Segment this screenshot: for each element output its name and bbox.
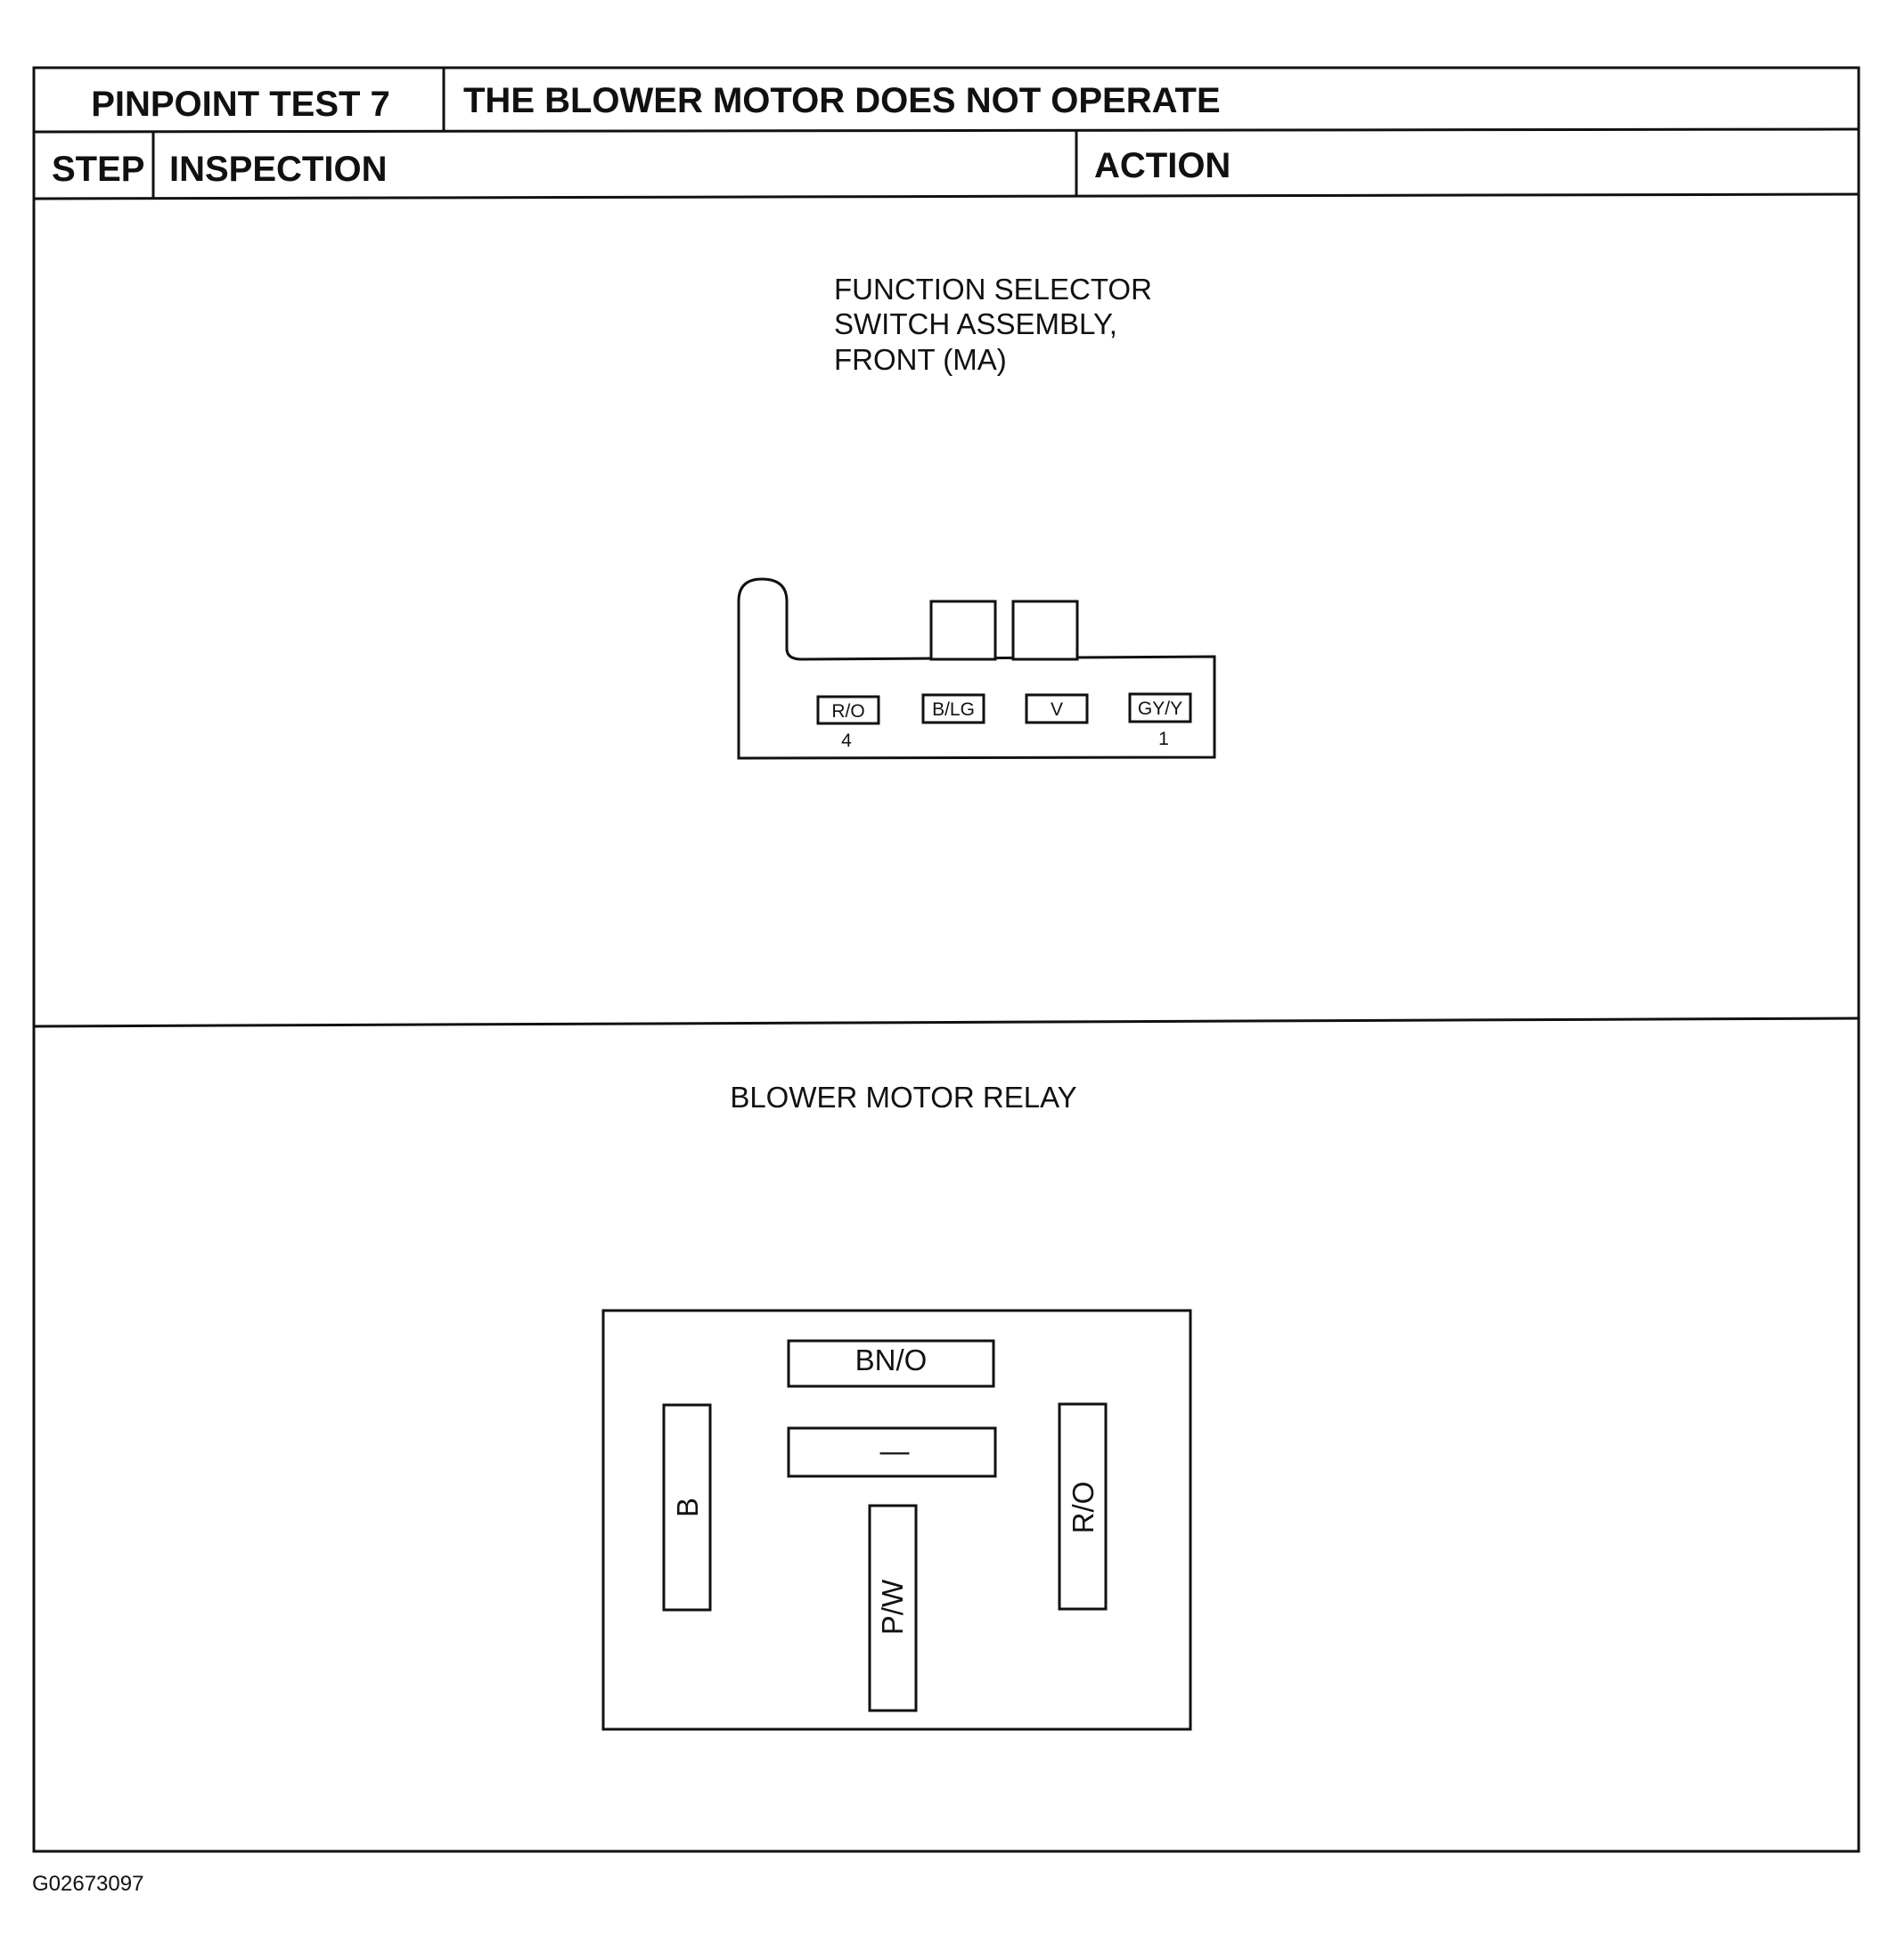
column-action: ACTION bbox=[1094, 146, 1231, 185]
pin-2-cavity bbox=[1025, 693, 1089, 724]
pin-3-cavity bbox=[921, 693, 985, 724]
pin-1-cavity bbox=[1128, 692, 1192, 723]
connector1-title-line-3: FRONT (MA) bbox=[834, 343, 1007, 376]
figure-id: G02673097 bbox=[32, 1872, 143, 1896]
column-step: STEP bbox=[52, 150, 144, 189]
pin-4-label: R/O bbox=[831, 701, 864, 722]
connector1-latch-left bbox=[929, 600, 997, 661]
test-label: PINPOINT TEST 7 bbox=[91, 85, 390, 124]
column-inspection: INSPECTION bbox=[169, 150, 387, 189]
pin-3-label: B/LG bbox=[932, 699, 975, 720]
connector1-latch-right bbox=[1011, 600, 1079, 661]
relay-title: BLOWER MOTOR RELAY bbox=[730, 1081, 1076, 1114]
terminal-left-label: B bbox=[671, 1498, 704, 1517]
pin-number-4: 4 bbox=[841, 731, 852, 751]
terminal-bottom-label: P/W bbox=[876, 1579, 909, 1635]
connector1-title-line-1: FUNCTION SELECTOR bbox=[834, 273, 1152, 306]
connector1-body bbox=[737, 577, 1216, 760]
function-selector-connector: FUNCTION SELECTOR SWITCH ASSEMBLY, FRONT… bbox=[737, 273, 1216, 760]
test-title: THE BLOWER MOTOR DOES NOT OPERATE bbox=[463, 81, 1221, 120]
pin-4-cavity bbox=[816, 695, 880, 725]
pin-2-label: V bbox=[1051, 699, 1063, 720]
pin-number-1: 1 bbox=[1158, 729, 1169, 749]
connector1-title-line-2: SWITCH ASSEMBLY, bbox=[834, 307, 1117, 340]
terminal-right bbox=[1058, 1402, 1108, 1611]
pin-1-label: GY/Y bbox=[1138, 698, 1182, 719]
terminal-top-label: BN/O bbox=[855, 1343, 928, 1376]
terminal-middle bbox=[787, 1426, 997, 1478]
table-frame bbox=[32, 66, 1860, 1853]
terminal-top bbox=[787, 1339, 995, 1388]
terminal-right-label: R/O bbox=[1067, 1482, 1100, 1534]
terminal-bottom bbox=[868, 1504, 918, 1712]
terminal-middle-label: — bbox=[880, 1434, 910, 1467]
terminal-left bbox=[662, 1403, 712, 1612]
blower-motor-relay: BLOWER MOTOR RELAY BN/O — B R/O P/W bbox=[601, 1081, 1192, 1731]
